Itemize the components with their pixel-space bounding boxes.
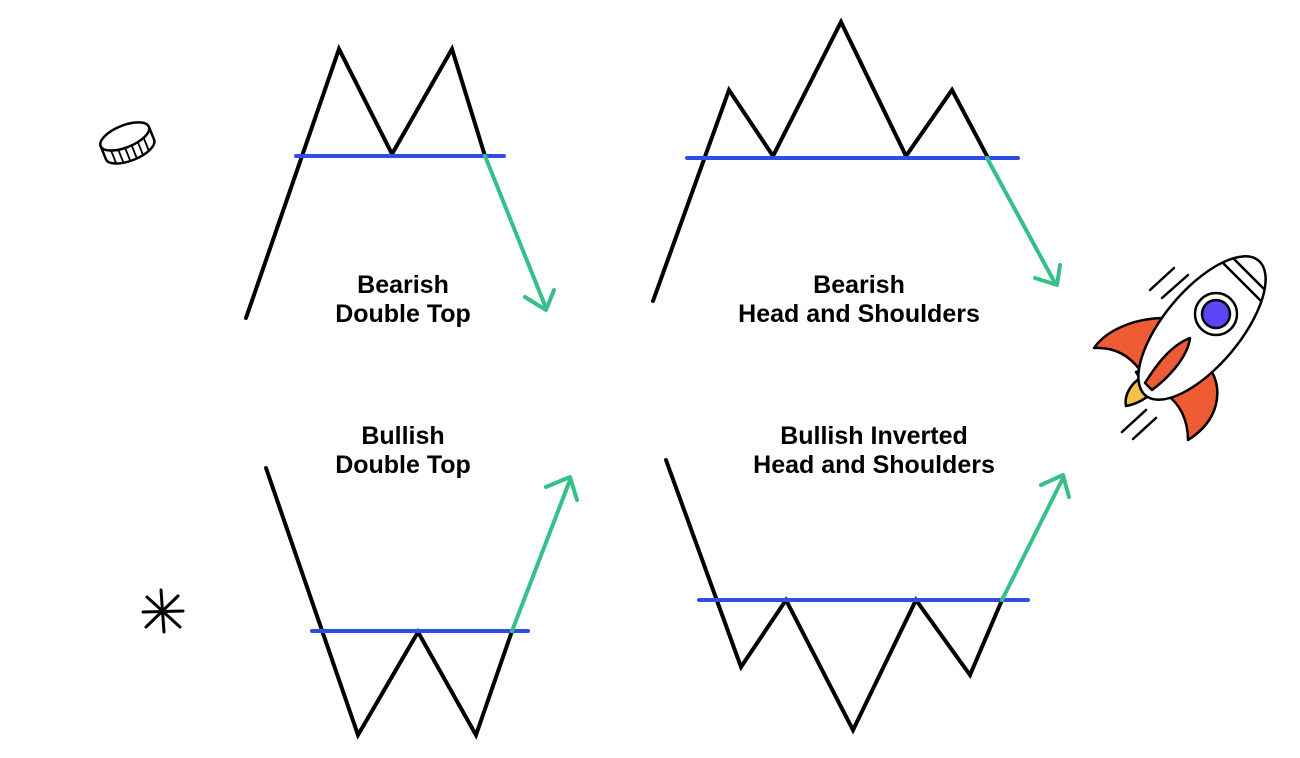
- coin-icon: [99, 121, 156, 165]
- bearish-head-and-shoulders-title: Bearish Head and Shoulders: [700, 271, 1018, 329]
- bearish-hs-price-line: [651, 17, 989, 303]
- sparkle-icon: [141, 588, 185, 634]
- bearish-hs-title-line1: Bearish: [813, 271, 905, 299]
- rocket-left-fin: [1092, 316, 1167, 372]
- bearish-double-top-title: Bearish Double Top: [303, 271, 503, 329]
- bearish-double-top-title-line2: Double Top: [335, 300, 471, 328]
- bullish-inverted-hs-price-line: [664, 458, 1004, 735]
- rocket-stripe: [1143, 336, 1192, 392]
- bearish-double-top-title-line1: Bearish: [357, 271, 449, 299]
- bearish-hs-down-arrow: [985, 156, 1062, 287]
- bullish-double-top-pattern: [264, 466, 579, 740]
- bullish-double-top-price-line: [264, 466, 514, 740]
- bullish-double-top-title: Bullish Double Top: [303, 422, 503, 480]
- rocket-icon: [1092, 248, 1272, 442]
- bullish-inverted-hs-title-line1: Bullish Inverted: [780, 422, 968, 450]
- bullish-inverted-hs-up-arrow: [1000, 473, 1071, 602]
- bullish-double-top-title-line1: Bullish: [361, 422, 445, 450]
- bullish-inverted-hs-title: Bullish Inverted Head and Shoulders: [714, 422, 1034, 480]
- bullish-double-top-title-line2: Double Top: [335, 451, 471, 479]
- rocket-window: [1200, 298, 1232, 330]
- bearish-double-top-down-arrow: [483, 154, 556, 312]
- bullish-inverted-hs-pattern: [664, 458, 1071, 735]
- bullish-double-top-up-arrow: [510, 475, 579, 633]
- bearish-hs-title-line2: Head and Shoulders: [738, 300, 980, 328]
- bullish-inverted-hs-title-line2: Head and Shoulders: [753, 451, 995, 479]
- bearish-head-and-shoulders-pattern: [651, 17, 1062, 303]
- bearish-double-top-pattern: [244, 43, 556, 320]
